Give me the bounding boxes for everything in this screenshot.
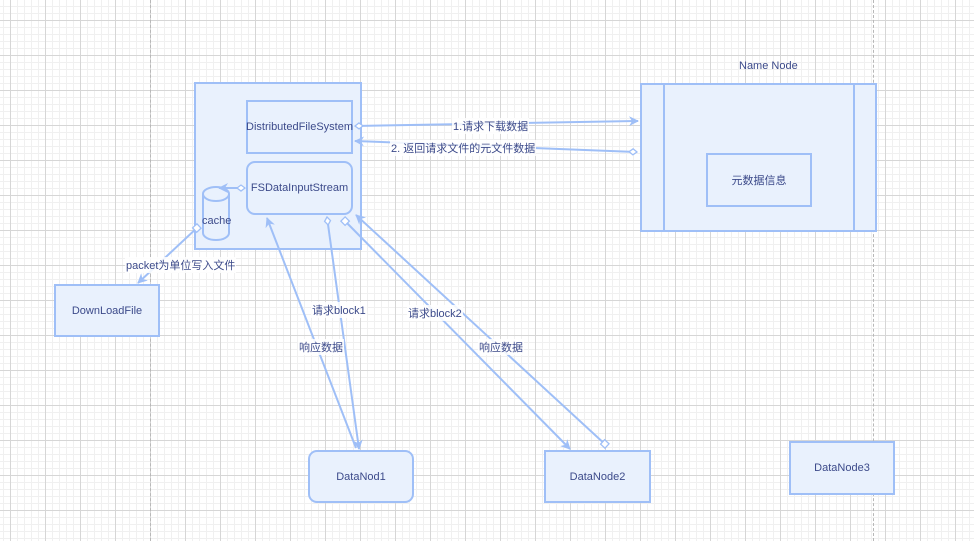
download-file-node[interactable]: DownLoadFile (54, 284, 160, 337)
datanode-3[interactable]: DataNode3 (789, 441, 895, 495)
edge-label-request-download: 1.请求下载数据 (452, 118, 530, 134)
datanode-1-label: DataNod1 (336, 470, 386, 483)
namenode-left-divider (663, 84, 665, 231)
datanode-2-label: DataNode2 (569, 470, 626, 483)
edge-label-return-metadata: 2. 返回请求文件的元文件数据 (390, 140, 537, 156)
fs-data-input-stream-node[interactable]: FSDataInputStream (246, 161, 353, 215)
datanode-1[interactable]: DataNod1 (308, 450, 414, 503)
namenode-title: Name Node (739, 60, 798, 72)
edge-response-data-2 (355, 214, 610, 450)
cache-cylinder[interactable] (202, 186, 230, 241)
namenode-right-divider (853, 84, 855, 231)
cache-label: cache (202, 215, 232, 227)
edge-label-request-block2: 请求block2 (407, 305, 463, 321)
edge-label-response-data-1: 响应数据 (298, 339, 344, 355)
metadata-info-node[interactable]: 元数据信息 (706, 153, 812, 207)
datanode-3-label: DataNode3 (814, 462, 870, 474)
page-break-guide-right (873, 0, 874, 541)
edge-request-block2 (339, 215, 571, 450)
distributed-file-system-label: DistributedFileSystem (246, 121, 353, 133)
edge-label-write-packet: packet为单位写入文件 (125, 257, 237, 273)
distributed-file-system-node[interactable]: DistributedFileSystem (246, 100, 353, 154)
download-file-label: DownLoadFile (71, 304, 143, 317)
datanode-2[interactable]: DataNode2 (544, 450, 651, 503)
edge-write-packet (137, 222, 202, 284)
fs-data-input-stream-label: FSDataInputStream (250, 182, 349, 194)
metadata-info-label: 元数据信息 (731, 175, 787, 187)
edge-label-request-block1: 请求block1 (311, 302, 367, 318)
edge-label-response-data-2: 响应数据 (478, 339, 524, 355)
